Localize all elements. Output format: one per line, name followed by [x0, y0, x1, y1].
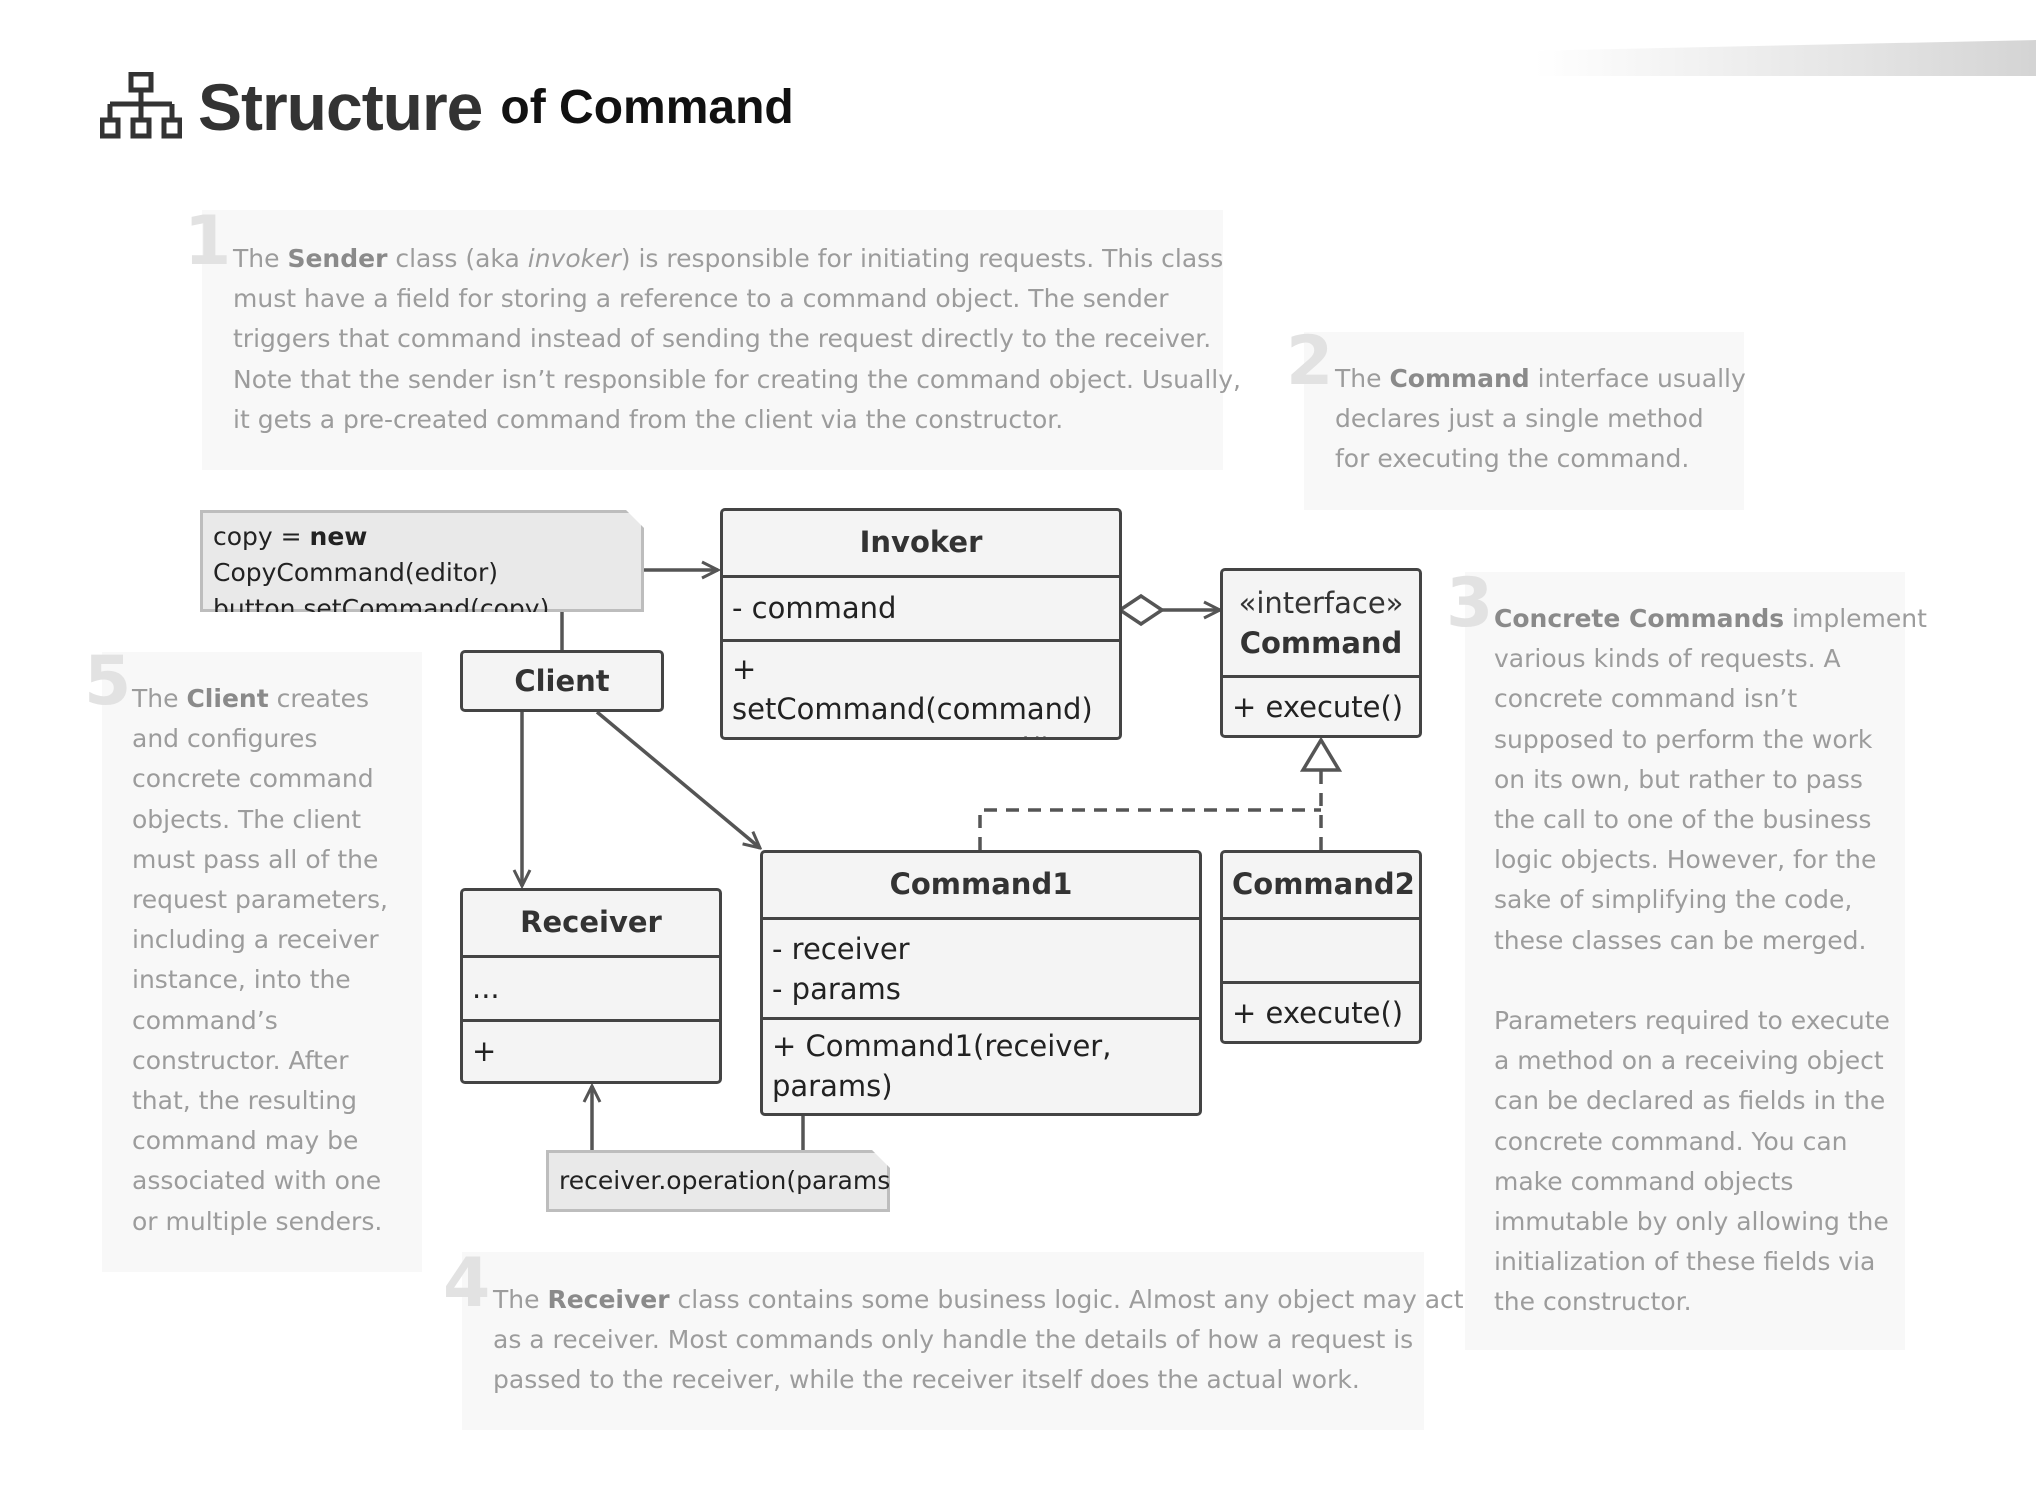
- class-receiver[interactable]: Receiver ... + operation(a,b,c): [460, 888, 722, 1084]
- class-invoker[interactable]: Invoker - command + setCommand(command)+…: [720, 508, 1122, 740]
- note-number-5: 5: [84, 642, 132, 721]
- class-command2-name: Command2: [1232, 867, 1415, 901]
- realization-triangle: [1299, 736, 1343, 772]
- note-number-1: 1: [184, 202, 232, 281]
- class-invoker-name: Invoker: [859, 525, 983, 559]
- receiver-call-note: receiver.operation(params): [546, 1150, 890, 1212]
- class-command-head: «interface» Command: [1223, 571, 1419, 675]
- note-receiver: [462, 1252, 1424, 1430]
- client-code-note: copy = new CopyCommand(editor)button.set…: [200, 510, 644, 612]
- class-command-name: Command: [1239, 626, 1403, 660]
- realization-command1: [978, 808, 1321, 850]
- class-command2[interactable]: Command2 + execute(): [1220, 850, 1422, 1044]
- note-number-2: 2: [1286, 322, 1334, 401]
- class-command-stereotype: «interface»: [1238, 586, 1404, 620]
- class-invoker-fields: - command: [723, 575, 1119, 639]
- aggregation-diamond: [1116, 593, 1166, 627]
- class-client[interactable]: Client: [460, 650, 664, 712]
- class-invoker-methods: + setCommand(command)+ executeCommand(): [723, 639, 1119, 737]
- class-receiver-fields: ...: [463, 955, 719, 1019]
- class-command2-fields: [1223, 917, 1419, 981]
- class-client-name: Client: [514, 664, 610, 698]
- note-sender: [202, 210, 1223, 470]
- note-client: [102, 652, 422, 1272]
- class-command1[interactable]: Command1 - receiver- params + Command1(r…: [760, 850, 1202, 1116]
- note-number-3: 3: [1446, 564, 1494, 643]
- page-title: Structure of Command: [100, 70, 794, 144]
- class-command1-name: Command1: [889, 867, 1073, 901]
- class-command1-fields: - receiver- params: [763, 917, 1199, 1017]
- class-command-methods: + execute(): [1223, 675, 1419, 735]
- note-text-sender: The Sender class (aka invoker) is respon…: [233, 244, 1241, 434]
- class-command1-methods: + Command1(receiver, params)+ execute(): [763, 1017, 1199, 1113]
- arrow-client-to-command1: [595, 710, 760, 848]
- class-receiver-name: Receiver: [520, 905, 662, 939]
- note-concrete-commands: [1465, 572, 1905, 1350]
- class-command2-methods: + execute(): [1223, 981, 1419, 1041]
- class-receiver-methods: + operation(a,b,c): [463, 1019, 719, 1081]
- note-text-receiver: The Receiver class contains some busines…: [493, 1285, 1464, 1395]
- title-sub: of Command: [500, 80, 794, 134]
- title-main: Structure: [198, 70, 483, 144]
- structure-icon: [100, 72, 182, 139]
- note-command-interface: [1304, 332, 1744, 510]
- note-number-4: 4: [443, 1244, 491, 1323]
- class-command-interface[interactable]: «interface» Command + execute(): [1220, 568, 1422, 738]
